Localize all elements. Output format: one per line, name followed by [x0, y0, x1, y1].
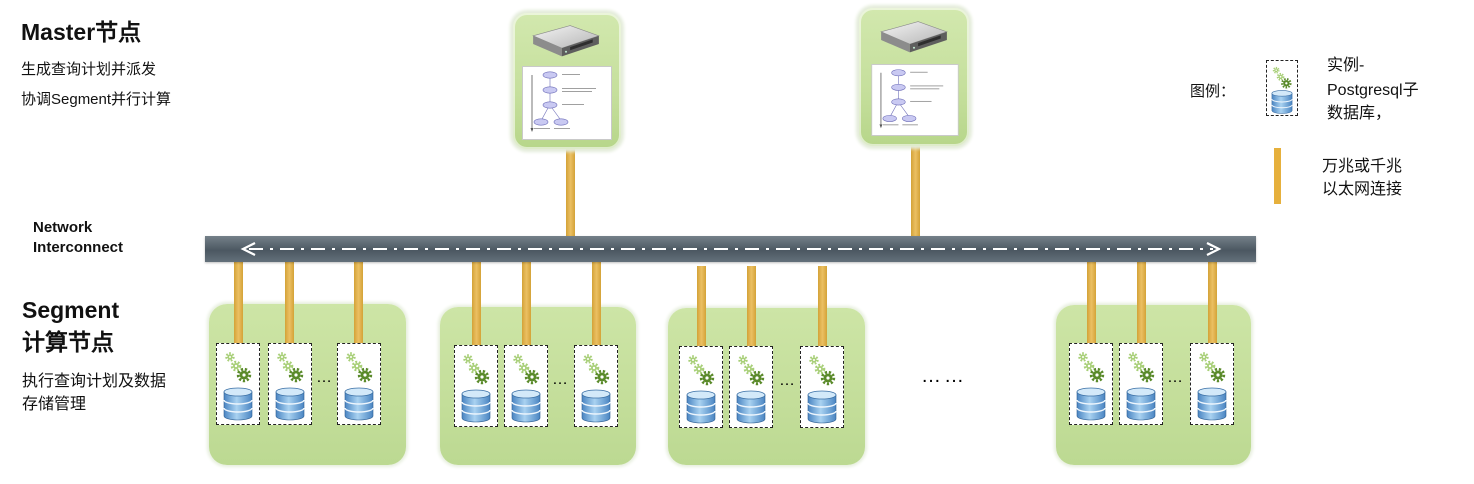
master-connector: [911, 145, 920, 238]
instance-ellipsis: …: [316, 369, 332, 386]
segment-instance: [268, 343, 312, 425]
segment-instance: [337, 343, 381, 425]
master-desc-line-1: 生成查询计划并派发: [21, 61, 157, 78]
legend-instance-line-3: 数据库，: [1327, 105, 1392, 122]
segment-connector: [472, 262, 481, 347]
segment-connector: [1087, 262, 1096, 345]
segment-connector: [285, 262, 294, 345]
legend-instance-icon: [1266, 60, 1298, 116]
instance-ellipsis: …: [1167, 369, 1183, 386]
gears-icon: [800, 350, 844, 390]
gears-icon: [1190, 347, 1234, 387]
legend-label: 图例：: [1190, 83, 1236, 100]
database-icon: [1119, 386, 1163, 422]
segment-instance: [1069, 343, 1113, 425]
master-node: [513, 13, 621, 149]
segment-instance: [504, 345, 548, 427]
database-icon: [1190, 386, 1234, 422]
database-icon: [729, 389, 773, 425]
segment-instance: [454, 345, 498, 427]
network-label-line-1: Network: [33, 219, 93, 236]
gears-icon: [268, 347, 312, 387]
legend-instance-line-2: Postgresql子: [1327, 82, 1419, 99]
segment-instance: [1190, 343, 1234, 425]
gears-icon: [454, 349, 498, 389]
instance-ellipsis: …: [779, 372, 795, 389]
segment-title-line-2: 计算节点: [22, 329, 114, 355]
segment-connector: [522, 262, 531, 347]
host-ellipsis: ……: [921, 365, 967, 387]
segment-title-line-1: Segment: [22, 297, 120, 323]
database-icon: [337, 386, 381, 422]
database-icon: [679, 389, 723, 425]
legend-link-line-1: 万兆或千兆: [1322, 158, 1403, 175]
query-plan-diagram: [870, 64, 960, 136]
segment-instance: [574, 345, 618, 427]
segment-connector: [697, 266, 706, 348]
master-node: [859, 8, 969, 146]
query-plan-diagram: [522, 66, 612, 140]
segment-connector: [1208, 262, 1217, 345]
database-icon: [1069, 386, 1113, 422]
database-icon: [216, 386, 260, 422]
gears-icon: [337, 347, 381, 387]
database-icon: [574, 388, 618, 424]
server-icon: [877, 17, 951, 59]
database-icon: [454, 388, 498, 424]
segment-connector: [234, 262, 243, 345]
instance-ellipsis: …: [552, 371, 568, 388]
segment-desc-line-2: 存储管理: [22, 396, 87, 413]
segment-desc-line-1: 执行查询计划及数据: [22, 373, 167, 390]
master-title: Master节点: [21, 19, 142, 45]
segment-connector: [747, 266, 756, 348]
segment-connector: [818, 266, 827, 348]
gears-icon: [574, 349, 618, 389]
network-interconnect-bar: [205, 236, 1256, 262]
gears-icon: [729, 350, 773, 390]
gears-icon: [216, 347, 260, 387]
segment-connector: [354, 262, 363, 345]
master-connector: [566, 143, 575, 238]
server-icon: [529, 21, 603, 63]
segment-instance: [729, 346, 773, 428]
segment-connector: [1137, 262, 1146, 345]
gears-icon: [1266, 63, 1298, 92]
segment-instance: [216, 343, 260, 425]
legend-instance-line-1: 实例-: [1327, 57, 1365, 74]
gears-icon: [1069, 347, 1113, 387]
double-arrow-icon: [240, 242, 1222, 256]
database-icon: [800, 389, 844, 425]
segment-instance: [679, 346, 723, 428]
segment-instance: [800, 346, 844, 428]
legend-connector-icon: [1274, 148, 1281, 204]
master-desc-line-2: 协调Segment并行计算: [21, 91, 172, 108]
network-label-line-2: Interconnect: [33, 239, 124, 256]
database-icon: [268, 386, 312, 422]
legend-link-line-2: 以太网连接: [1322, 181, 1403, 198]
gears-icon: [1119, 347, 1163, 387]
segment-instance: [1119, 343, 1163, 425]
gears-icon: [504, 349, 548, 389]
segment-connector: [592, 262, 601, 347]
database-icon: [1266, 89, 1298, 115]
gears-icon: [679, 350, 723, 390]
database-icon: [504, 388, 548, 424]
